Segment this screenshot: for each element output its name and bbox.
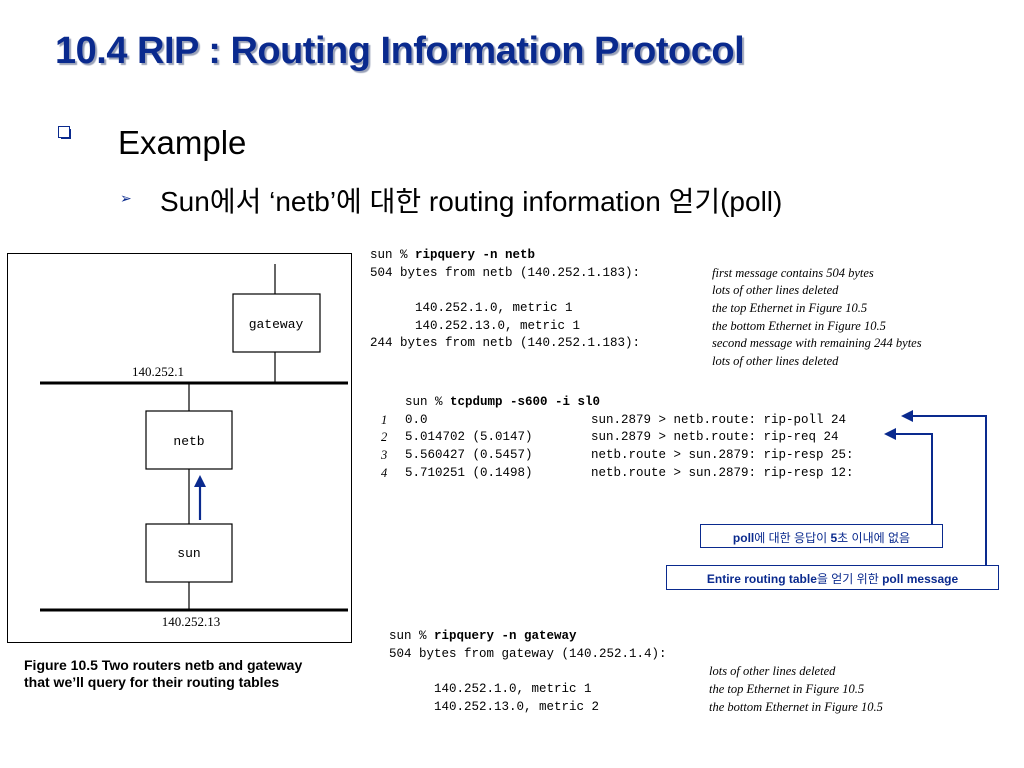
annotation: the bottom Ethernet in Figure 10.5 — [712, 318, 886, 333]
network-diagram: gateway 140.252.1 netb sun 140.252.13 — [40, 264, 348, 629]
net2-label: 140.252.13 — [162, 614, 221, 629]
row-time: 5.014702 (5.0147) — [405, 430, 533, 445]
arrow-bullet-icon: ➢ — [120, 190, 132, 206]
arrowhead-poll — [901, 410, 913, 422]
arrow-to-poll — [910, 415, 987, 565]
annotation: first message contains 504 bytes — [712, 265, 874, 280]
row-message: sun.2879 > netb.route: rip-req 24 — [591, 430, 839, 445]
row-time: 0.0 — [405, 412, 428, 427]
arrow-to-req — [893, 433, 933, 524]
callout-poll-message: Entire routing table을 얻기 위한 poll message — [666, 565, 999, 590]
annotation: the bottom Ethernet in Figure 10.5 — [709, 699, 883, 714]
netb-box — [145, 410, 233, 470]
output-line: 140.252.1.0, metric 1 — [389, 682, 592, 696]
row-message: sun.2879 > netb.route: rip-poll 24 — [591, 412, 847, 427]
gateway-label: gateway — [249, 317, 304, 332]
gateway-box — [232, 293, 321, 353]
output-line: 140.252.13.0, metric 2 — [389, 699, 600, 714]
annotation: lots of other lines deleted — [709, 664, 836, 679]
arrowhead-req — [884, 428, 896, 440]
output-line: 244 bytes from netb (140.252.1.183): — [370, 336, 641, 351]
row-number: 3 — [381, 448, 388, 463]
network-figure: gateway 140.252.1 netb sun 140.252.13 — [7, 253, 352, 643]
sun-label: sun — [177, 546, 200, 561]
cmd-line-2: sun % tcpdump -s600 -i sl0 — [405, 395, 601, 409]
square-bullet-icon — [58, 126, 72, 140]
netb-label: netb — [173, 434, 204, 449]
cmd-line-1: sun % ripquery -n netb — [370, 248, 536, 262]
output-line: 504 bytes from gateway (140.252.1.4): — [389, 646, 667, 661]
net1-label: 140.252.1 — [132, 364, 184, 379]
callout-no-response: poll에 대한 응답이 5초 이내에 없음 — [700, 524, 943, 548]
annotation: second message with remaining 244 bytes — [712, 336, 922, 351]
output-line: 140.252.1.0, metric 1 — [370, 301, 573, 315]
output-line: 140.252.13.0, metric 1 — [370, 318, 581, 333]
annotation: the top Ethernet in Figure 10.5 — [712, 301, 868, 315]
output-line: 504 bytes from netb (140.252.1.183): — [370, 265, 641, 280]
row-time: 5.560427 (0.5457) — [405, 448, 533, 463]
annotation: lots of other lines deleted — [712, 283, 839, 298]
annotation: the top Ethernet in Figure 10.5 — [709, 682, 865, 696]
bullet-sub: Sun에서 ‘netb’에 대한 routing information 얻기(… — [160, 186, 783, 217]
row-time: 5.710251 (0.1498) — [405, 465, 533, 480]
poll-arrow-head — [194, 475, 206, 487]
row-message: netb.route > sun.2879: rip-resp 25: — [591, 448, 854, 463]
slide-title: 10.4 RIP : Routing Information Protocol — [55, 30, 745, 72]
bullet-example: Example — [118, 124, 247, 161]
row-number: 4 — [381, 465, 388, 480]
row-number: 1 — [381, 412, 388, 427]
figure-caption: Figure 10.5 Two routers netb and gateway… — [24, 657, 303, 690]
row-number: 2 — [381, 430, 388, 445]
row-message: netb.route > sun.2879: rip-resp 12: — [591, 465, 854, 480]
annotation: lots of other lines deleted — [712, 354, 839, 368]
cmd-line-3: sun % ripquery -n gateway — [389, 629, 577, 643]
